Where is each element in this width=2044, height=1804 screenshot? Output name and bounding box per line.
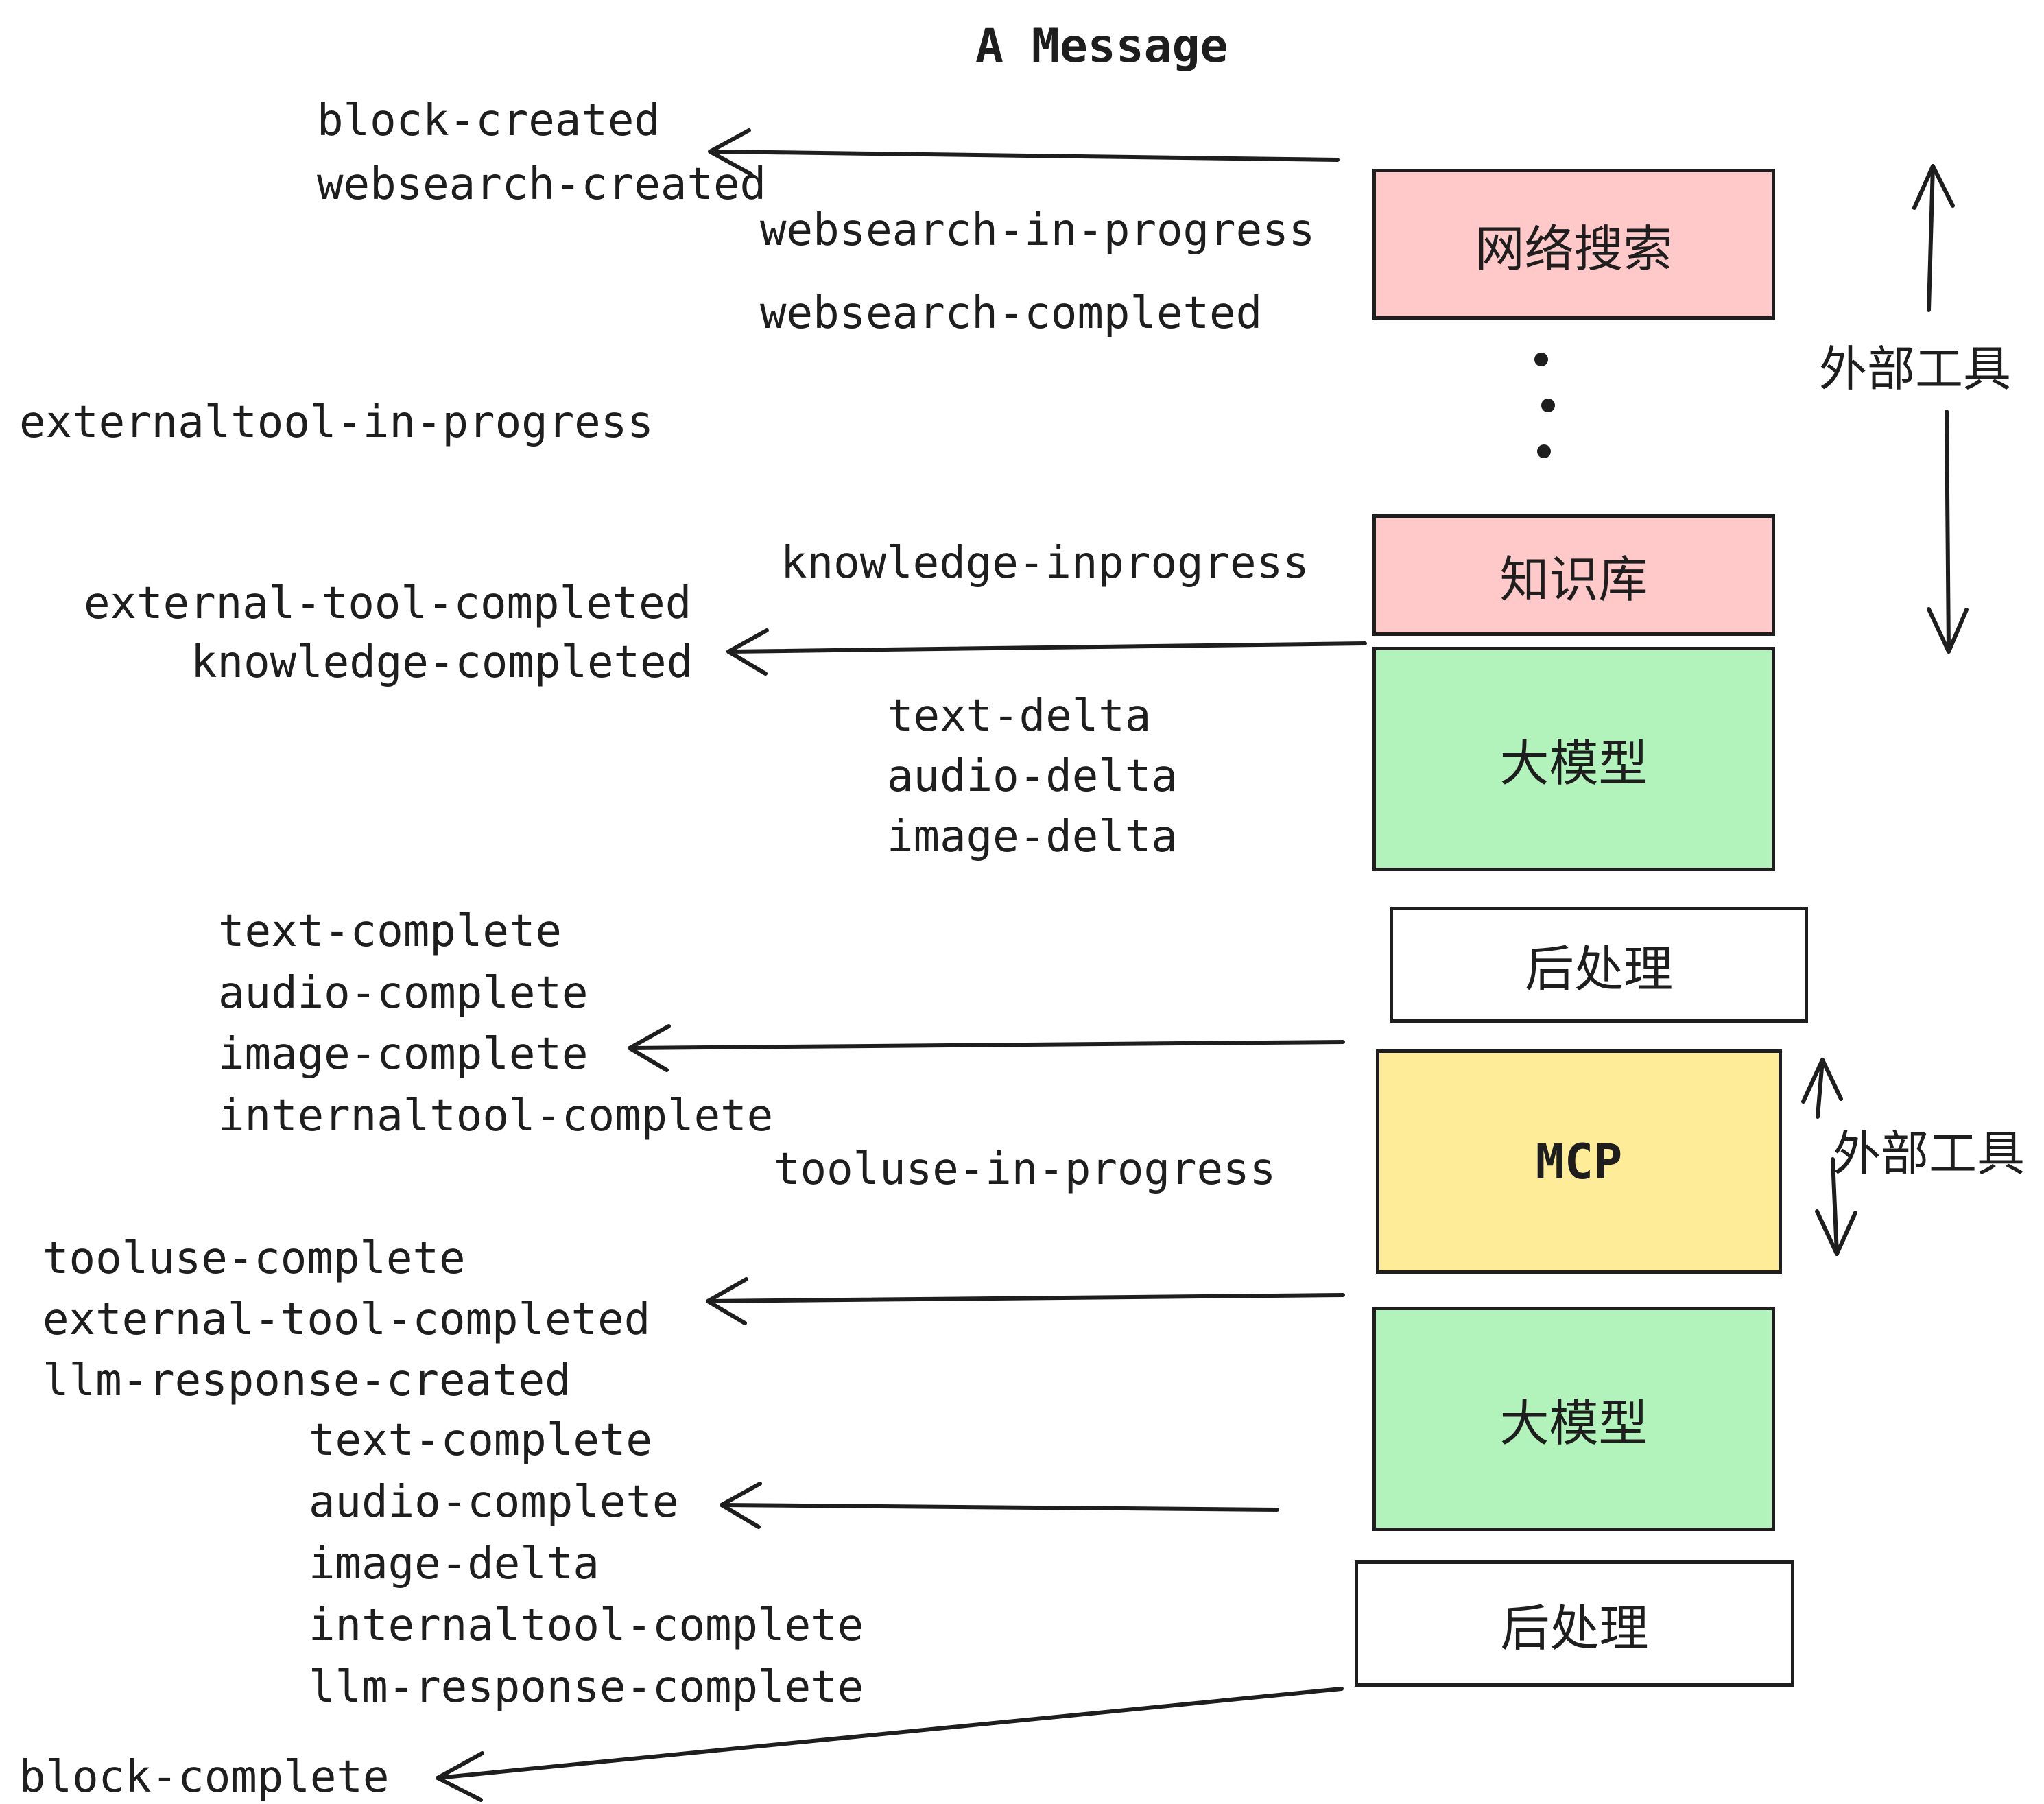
event-label-tooluse-complete: tooluse-complete (43, 1233, 466, 1284)
event-label-block-created: block-created (317, 95, 661, 146)
event-label-image-complete-1: image-complete (218, 1029, 589, 1080)
box-postprocess-1-label: 后处理 (1524, 940, 1673, 998)
external-tools-label-1: 外部工具 (1819, 341, 2011, 397)
external-tools-up-arrow-1 (1912, 164, 1955, 312)
box-mcp-label: MCP (1535, 1133, 1623, 1190)
event-label-external-tool-completed-1: external-tool-completed (84, 578, 692, 629)
diagram-title: A Message (975, 19, 1228, 73)
event-label-audio-complete-1: audio-complete (218, 968, 589, 1019)
box-llm-2: 大模型 (1372, 1307, 1775, 1531)
event-label-audio-complete-2: audio-complete (309, 1477, 679, 1528)
external-tools-down-arrow-1 (1927, 410, 1969, 654)
event-label-tooluse-in-progress: tooluse-in-progress (774, 1144, 1276, 1195)
event-label-image-complete-2: image-delta (309, 1539, 599, 1589)
event-label-knowledge-inprogress: knowledge-inprogress (781, 538, 1309, 589)
event-label-websearch-in-progress: websearch-in-progress (760, 205, 1316, 256)
box-websearch-label: 网络搜索 (1475, 219, 1673, 278)
external-tools-up-arrow-2 (1801, 1058, 1843, 1119)
event-label-knowledge-completed: knowledge-completed (191, 637, 693, 688)
box-mcp: MCP (1376, 1049, 1782, 1274)
event-label-text-delta-1: text-delta (887, 691, 1152, 741)
box-knowledge-base: 知识库 (1372, 514, 1775, 636)
arrow-mcp-to-tooluse-complete (706, 1277, 1345, 1325)
box-postprocess-2-label: 后处理 (1500, 1599, 1649, 1657)
event-label-externaltool-in-progress: externaltool-in-progress (19, 397, 654, 448)
event-label-internaltool-complete-2: internaltool-complete (309, 1600, 864, 1651)
ellipsis-dots-icon (1534, 353, 1555, 458)
box-postprocess-1: 后处理 (1390, 907, 1808, 1023)
event-label-audio-delta-1: audio-delta (887, 751, 1178, 802)
box-llm-1-label: 大模型 (1499, 735, 1648, 792)
box-llm-1: 大模型 (1372, 647, 1775, 871)
arrow-knowledge-to-completed (726, 628, 1367, 676)
event-label-text-complete-1: text-complete (218, 906, 562, 957)
event-label-websearch-completed: websearch-completed (760, 288, 1263, 339)
arrow-llm2-to-complete (720, 1482, 1279, 1529)
event-label-block-complete: block-complete (19, 1752, 390, 1803)
arrow-websearch-to-created (708, 128, 1340, 176)
box-websearch: 网络搜索 (1372, 169, 1775, 320)
event-label-websearch-created: websearch-created (317, 159, 767, 210)
event-label-internaltool-complete-1: internaltool-complete (218, 1091, 774, 1141)
arrow-postprocess1-to-complete (628, 1024, 1345, 1072)
event-label-text-complete-2: text-complete (309, 1415, 652, 1466)
event-label-llm-response-complete: llm-response-complete (309, 1662, 864, 1713)
box-postprocess-2: 后处理 (1355, 1560, 1794, 1687)
box-llm-2-label: 大模型 (1499, 1394, 1648, 1452)
event-label-image-delta-1: image-delta (887, 811, 1178, 862)
box-knowledge-base-label: 知识库 (1499, 551, 1648, 608)
external-tools-label-2: 外部工具 (1833, 1126, 2025, 1182)
event-label-external-tool-completed-2: external-tool-completed (43, 1294, 651, 1345)
event-label-llm-response-created: llm-response-created (43, 1355, 571, 1406)
